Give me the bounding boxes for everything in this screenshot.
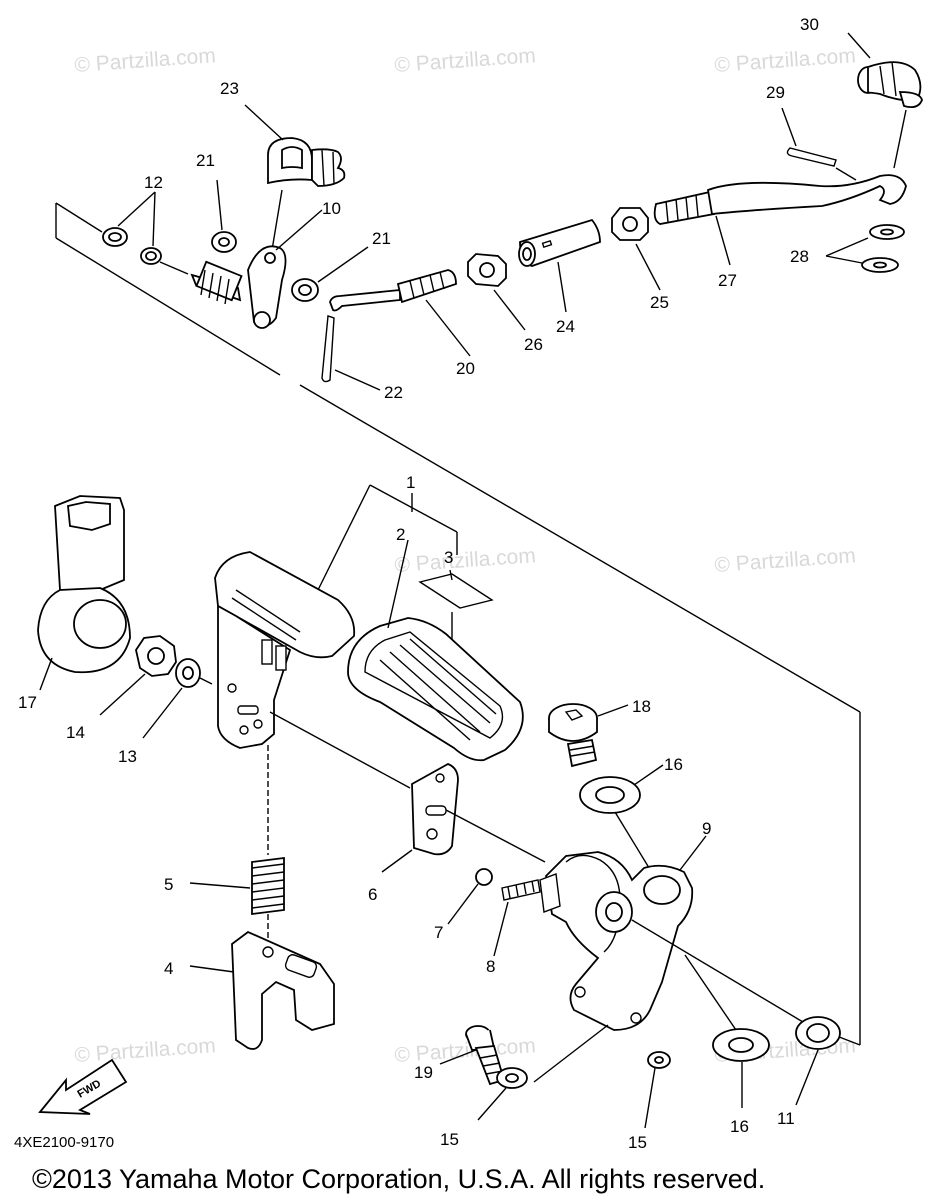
callout-6: 6 <box>368 885 377 904</box>
callout-13: 13 <box>118 747 137 766</box>
callout-27: 27 <box>718 271 737 290</box>
callout-17: 17 <box>18 693 37 712</box>
callout-12: 12 <box>144 173 163 192</box>
callout-5: 5 <box>164 875 173 894</box>
callout-4: 4 <box>164 959 173 978</box>
washer-12a-hole <box>108 232 122 242</box>
callout-10: 10 <box>322 199 341 218</box>
callout-15-a: 15 <box>440 1130 459 1149</box>
callout-16-a: 16 <box>664 755 683 774</box>
part-24-sleeve <box>518 218 601 313</box>
part-12-washers <box>102 191 189 275</box>
part-23-boot <box>244 104 346 251</box>
part-18-bolt <box>548 703 629 768</box>
callout-9: 9 <box>702 819 711 838</box>
part-26-nut <box>467 253 526 331</box>
part-7-ball <box>447 868 493 925</box>
part-29-cotter-pin <box>781 107 857 181</box>
callout-8: 8 <box>486 957 495 976</box>
callout-24: 24 <box>556 317 575 336</box>
part-9-bracket <box>533 835 809 1083</box>
callout-3: 3 <box>444 548 453 567</box>
part-8-spring <box>493 879 541 957</box>
callout-18: 18 <box>632 697 651 716</box>
callout-20: 20 <box>456 359 475 378</box>
callout-11: 11 <box>777 1109 795 1128</box>
callout-1: 1 <box>406 473 415 492</box>
assembly-frame-lines <box>55 202 861 1046</box>
part-10-lever <box>190 209 323 329</box>
part-25-nut <box>611 207 661 291</box>
watermark: © Partzilla.com <box>394 44 537 77</box>
washer-21a-hole <box>218 237 230 247</box>
washer-12b-hole <box>145 251 157 261</box>
callout-22: 22 <box>384 383 403 402</box>
watermark: © Partzilla.com <box>74 44 217 77</box>
part-11-washer <box>795 1016 841 1106</box>
watermark: © Partzilla.com <box>714 44 857 77</box>
callout-21-a: 21 <box>196 151 215 170</box>
part-20-rod <box>329 269 471 357</box>
part-30-grommet <box>847 32 923 169</box>
part-15-washers <box>477 1051 671 1129</box>
part-21-washers <box>211 179 369 302</box>
part-5-spring <box>189 745 285 945</box>
callout-14: 14 <box>66 723 85 742</box>
part-13-washer <box>142 658 213 739</box>
tiller-handle-body <box>214 551 356 749</box>
callout-26: 26 <box>524 335 543 354</box>
diagram-code: 4XE2100-9170 <box>14 1134 114 1151</box>
callout-19: 19 <box>414 1063 433 1082</box>
part-16-washers <box>579 764 770 1108</box>
copyright-notice: ©2013 Yamaha Motor Corporation, U.S.A. A… <box>32 1164 765 1194</box>
callout-29: 29 <box>766 83 785 102</box>
watermark: © Partzilla.com <box>394 544 537 577</box>
part-22-cotter-pin <box>321 315 381 391</box>
callout-15-b: 15 <box>628 1133 647 1152</box>
part-1-bracket <box>317 484 458 591</box>
watermark: © Partzilla.com <box>74 1034 217 1067</box>
callout-25: 25 <box>650 293 669 312</box>
part-17-clamp <box>37 495 131 691</box>
callout-numbers: 1 2 3 4 5 6 7 8 9 10 11 12 13 14 15 15 1… <box>18 15 819 1152</box>
callout-28: 28 <box>790 247 809 266</box>
callout-2: 2 <box>396 525 405 544</box>
callout-30: 30 <box>800 15 819 34</box>
part-2-grip <box>347 539 524 762</box>
callout-7: 7 <box>434 923 443 942</box>
watermark: © Partzilla.com <box>714 544 857 577</box>
part-27-rod <box>653 174 907 266</box>
callout-23: 23 <box>220 79 239 98</box>
part-28-washers <box>825 224 905 273</box>
part-6-plate <box>269 711 546 873</box>
callout-16-b: 16 <box>730 1117 749 1136</box>
washer-21b-hole <box>298 284 312 296</box>
part-4-bracket <box>189 930 335 1050</box>
callout-21-b: 21 <box>372 229 391 248</box>
fwd-arrow-icon: FWD <box>38 1058 128 1115</box>
part-14-nut <box>99 635 177 716</box>
